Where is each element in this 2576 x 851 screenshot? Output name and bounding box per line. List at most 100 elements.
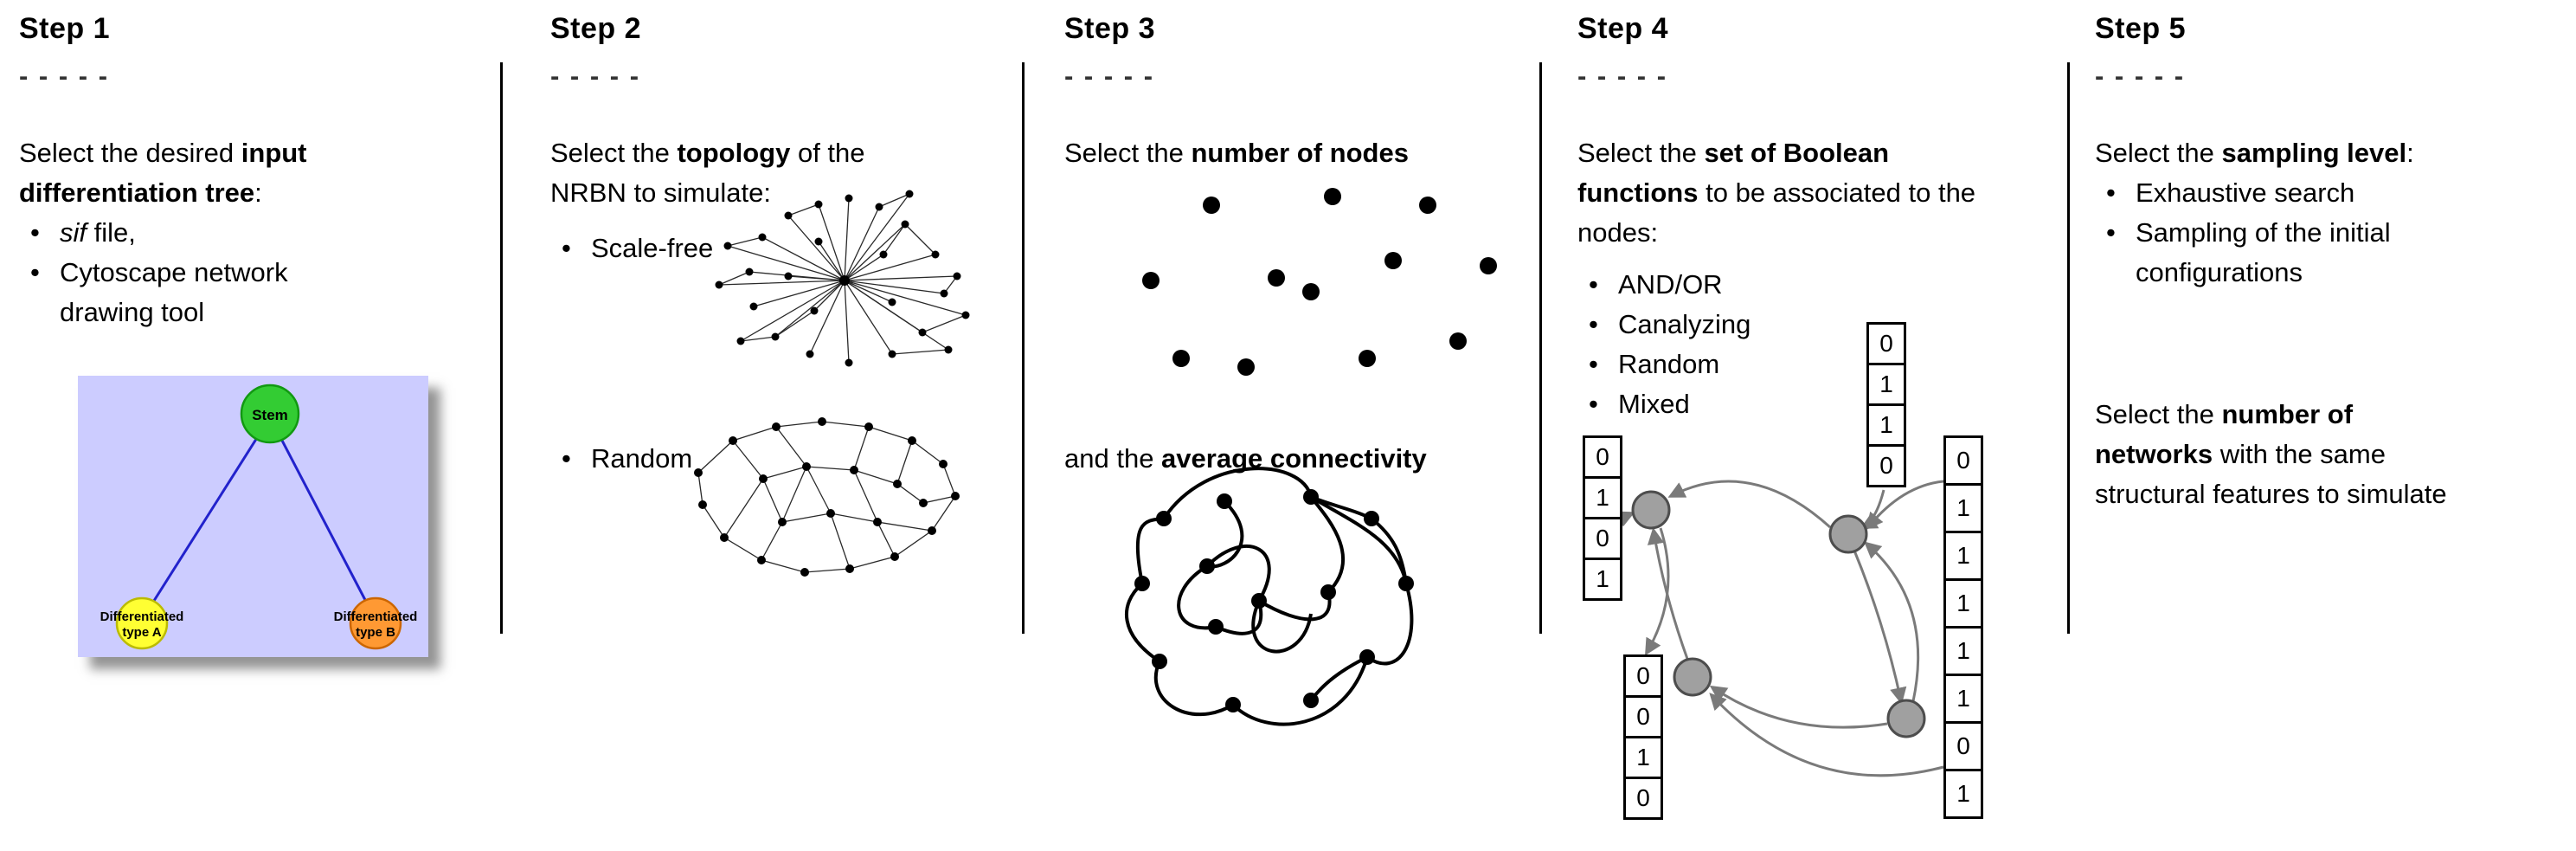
list-item-scale-free: Scale-free	[550, 229, 810, 268]
table-cell: 1	[1943, 626, 1983, 676]
list-item-sif-file: sif file,	[19, 213, 348, 253]
table-cell: 1	[1866, 363, 1906, 406]
text: Random	[1618, 349, 1720, 379]
truth-table-top: 0 1 1 0	[1866, 322, 1906, 487]
type-b-node	[349, 596, 402, 650]
dots	[1142, 188, 1497, 376]
text: :	[2406, 138, 2414, 168]
step-4-column: Step 4 - - - - - Select the set of Boole…	[1577, 12, 2062, 820]
step-1-column: Step 1 - - - - - Select the desired inpu…	[19, 12, 491, 657]
boolean-node-a	[1631, 490, 1671, 530]
column-divider	[1539, 62, 1542, 634]
stem-node	[240, 384, 300, 444]
stem-label: Stem	[252, 407, 288, 423]
step-5-instruction: Select the sampling level:	[2095, 133, 2562, 173]
text-bold: set of Boolean functions	[1577, 138, 1890, 208]
table-cell: 1	[1583, 476, 1622, 519]
text: Sampling of the initial configurations	[2136, 217, 2391, 287]
text-line: networks with the same	[2095, 435, 2566, 474]
boolean-node-b	[1828, 514, 1868, 554]
step-1-instruction: Select the desired input differentiation…	[19, 133, 391, 213]
table-cell: 1	[1623, 736, 1663, 779]
boolean-nodes	[1631, 490, 1926, 738]
table-cell: 1	[1943, 578, 1983, 629]
boolean-network-figure: 0 1 1 0 0 1 0 1 0 0 1 0 0 1 1 1	[1577, 317, 2001, 851]
list-item-exhaustive: Exhaustive search	[2095, 173, 2502, 213]
step-1-options: sif file, Cytoscape network drawing tool	[19, 213, 348, 332]
table-cell: 0	[1583, 517, 1622, 560]
dashed-separator: - - - - -	[550, 61, 641, 91]
boolean-node-d	[1886, 699, 1926, 738]
text: AND/OR	[1618, 269, 1723, 300]
step-2-column: Step 2 - - - - - Select the topology of …	[550, 12, 1009, 577]
table-cell: 1	[1943, 674, 1983, 724]
text: Canalyzing	[1618, 309, 1751, 339]
text-bold: sampling level	[2221, 138, 2407, 168]
text: Random	[591, 443, 693, 474]
network-edges	[697, 421, 956, 573]
text: file,	[87, 217, 136, 248]
text: and the	[1064, 443, 1162, 474]
boolean-node-c	[1673, 657, 1712, 697]
text-line: structural features to simulate	[2095, 474, 2566, 514]
nodes-dots-figure	[1142, 188, 1497, 376]
step-3-instruction: Select the number of nodes	[1064, 133, 1549, 173]
text: structural features to simulate	[2095, 479, 2447, 509]
connectivity-network-figure	[1124, 467, 1414, 726]
truth-table-bottom-left: 0 0 1 0	[1623, 654, 1663, 820]
truth-table-left: 0 1 0 1	[1583, 435, 1622, 601]
step-4-instruction: Select the set of Boolean functions to b…	[1577, 133, 2001, 253]
text: of the NRBN to simulate:	[550, 138, 865, 208]
text: Select the	[2095, 399, 2222, 429]
network-nodes	[694, 417, 960, 577]
network-nodes	[1134, 489, 1414, 712]
step-3-column: Step 3 - - - - - Select the number of no…	[1064, 12, 1549, 726]
scale-free-network-figure	[715, 190, 970, 367]
table-cell: 0	[1583, 435, 1622, 479]
text-bold: average connectivity	[1161, 443, 1427, 474]
step-2-instruction: Select the topology of the NRBN to simul…	[550, 133, 914, 213]
network-nodes	[715, 190, 970, 367]
step-3-title: Step 3	[1064, 12, 1156, 45]
step-1-title: Step 1	[19, 12, 111, 45]
step-2-title: Step 2	[550, 12, 642, 45]
random-option: Random	[550, 439, 810, 479]
network-edges	[718, 193, 967, 364]
text-bold: number of nodes	[1191, 138, 1409, 168]
text: Select the	[1064, 138, 1192, 168]
dashed-separator: - - - - -	[1064, 61, 1155, 91]
table-cell: 1	[1943, 531, 1983, 581]
list-item-and-or: AND/OR	[1577, 265, 1854, 305]
truth-table-right: 0 1 1 1 1 1 0 1	[1943, 435, 1983, 819]
boolean-network-svg	[1616, 480, 1944, 777]
table-cell: 0	[1943, 435, 1983, 486]
list-item-cytoscape: Cytoscape network drawing tool	[19, 253, 348, 332]
text: Select the	[1577, 138, 1705, 168]
column-divider	[500, 62, 503, 634]
text-bold: input differentiation tree	[19, 138, 307, 208]
text: Select the	[2095, 138, 2222, 168]
text: Mixed	[1618, 389, 1690, 419]
dashed-separator: - - - - -	[1577, 61, 1668, 91]
step-5-title: Step 5	[2095, 12, 2187, 45]
table-cell: 0	[1623, 654, 1663, 698]
list-item-random: Random	[1577, 345, 1854, 384]
text: Exhaustive search	[2136, 177, 2355, 208]
step-5-instruction-2: Select the number of networks with the s…	[2095, 395, 2566, 514]
tree-edges	[140, 416, 377, 621]
table-cell: 0	[1623, 695, 1663, 738]
random-network-figure	[694, 417, 960, 577]
text: :	[254, 177, 262, 208]
dashed-separator: - - - - -	[2095, 61, 2186, 91]
text: with the same	[2213, 439, 2386, 469]
network-edges	[1124, 467, 1414, 726]
text: Select the	[550, 138, 678, 168]
table-cell: 1	[1943, 483, 1983, 533]
list-item-mixed: Mixed	[1577, 384, 1854, 424]
table-cell: 0	[1866, 444, 1906, 487]
text-italic: sif	[60, 217, 87, 248]
boolean-function-options: AND/OR Canalyzing Random Mixed	[1577, 265, 1854, 424]
